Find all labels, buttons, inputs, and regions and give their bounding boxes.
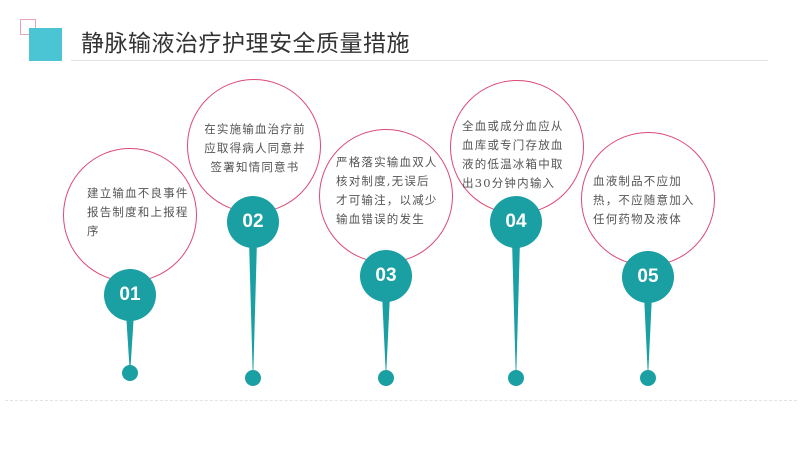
decorative-filled-square <box>29 28 62 61</box>
step-number-badge-1: 01 <box>104 269 156 321</box>
pin-base-dot <box>640 370 656 386</box>
baseline-divider <box>5 400 797 401</box>
pin-needle <box>512 240 520 370</box>
pin-needle <box>249 240 257 370</box>
pin-needle <box>382 294 390 370</box>
step-number-badge-2: 02 <box>227 196 279 248</box>
step-number-badge-3: 03 <box>360 250 412 302</box>
pin-needle <box>644 295 652 370</box>
pin-base-dot <box>245 370 261 386</box>
page-title: 静脉输液治疗护理安全质量措施 <box>81 31 410 57</box>
step-text-5: 血液制品不应加热，不应随意加入任何药物及液体 <box>593 174 695 226</box>
pin-needle <box>126 313 134 369</box>
decorative-outline-square <box>20 19 36 35</box>
step-text-4: 全血或成分血应从血库或专门存放血液的低温冰箱中取出30分钟内输入 <box>462 119 564 190</box>
step-text-2: 在实施输血治疗前应取得病人同意并签署知情同意书 <box>204 122 306 174</box>
step-number-badge-5: 05 <box>622 251 674 303</box>
step-text-3: 严格落实输血双人核对制度,无误后才可输注，以减少输血错误的发生 <box>336 155 438 226</box>
step-number-badge-4: 04 <box>490 196 542 248</box>
step-text-1: 建立输血不良事件报告制度和上报程序 <box>87 186 189 238</box>
pin-base-dot <box>122 365 138 381</box>
pin-base-dot <box>508 370 524 386</box>
pin-base-dot <box>378 370 394 386</box>
title-divider <box>71 60 768 61</box>
